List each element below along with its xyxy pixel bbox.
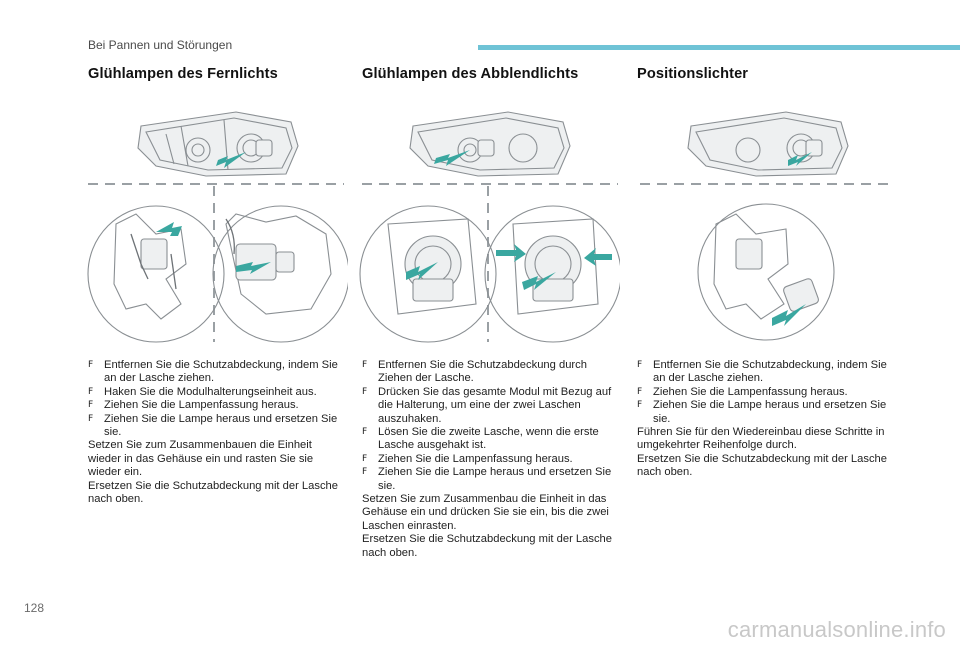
bullet-marker: F (637, 400, 643, 411)
high-beam-illustration (86, 104, 350, 344)
push-arrow-icon (216, 152, 246, 168)
push-arrow-icon (788, 152, 812, 166)
position-lights-illustration (636, 104, 898, 344)
column-low-beam: Glühlampen des Abblendlichts (362, 66, 620, 82)
bullet-marker: F (88, 413, 94, 424)
bullet-marker: F (88, 386, 94, 397)
title-position-lights: Positionslichter (637, 66, 749, 82)
bullet-marker: F (362, 427, 368, 438)
bullet-marker: F (362, 386, 368, 397)
paragraph: Setzen Sie zum Zusammenbauen die Einheit… (88, 439, 314, 479)
bulb-socket-illustration (697, 203, 835, 341)
headlamp-illustration (409, 111, 571, 177)
bullet-marker: F (362, 453, 368, 464)
bullet-marker: F (637, 360, 643, 370)
bullet-marker: F (88, 360, 94, 370)
paragraph: Setzen Sie zum Zusammenbau die Einheit i… (362, 493, 609, 532)
bullet-marker: F (637, 386, 643, 397)
column-position-lights: Positionslichter (637, 66, 895, 82)
push-arrow-icon (434, 150, 470, 166)
column-high-beam: Glühlampen des Fernlichts (88, 66, 346, 82)
headlamp-illustration (137, 111, 299, 177)
paragraph: Führen Sie für den Wiedereinbau diese Sc… (637, 426, 885, 452)
headlamp-illustration (687, 111, 849, 177)
paragraph: Ersetzen Sie die Schutzabdeckung mit der… (362, 533, 612, 559)
watermark: carmanualsonline.info (727, 617, 946, 642)
low-beam-illustration (358, 104, 622, 344)
header-accent-bar (478, 45, 960, 50)
bullet-marker: F (88, 400, 94, 411)
paragraph: Ersetzen Sie die Schutzabdeckung mit der… (88, 479, 338, 506)
title-high-beam: Glühlampen des Fernlichts (88, 66, 278, 82)
header-section-title: Bei Pannen und Störungen (88, 38, 233, 52)
title-low-beam: Glühlampen des Abblendlichts (362, 66, 579, 82)
page-number: 128 (24, 601, 45, 615)
bulb-socket-illustration (87, 205, 350, 343)
bullet-marker: F (362, 360, 368, 370)
bulb-socket-illustration (359, 205, 622, 343)
bullet-marker: F (362, 467, 368, 478)
paragraph: Ersetzen Sie die Schutzabdeckung mit der… (637, 452, 887, 479)
